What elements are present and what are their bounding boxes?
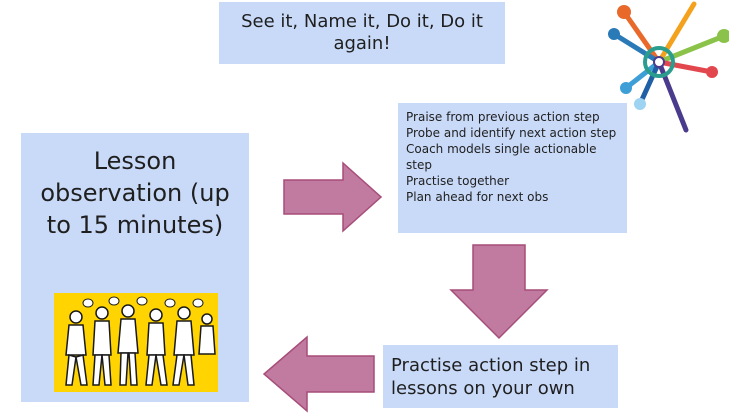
arrow-left-icon <box>262 335 375 413</box>
coaching-steps-box: Praise from previous action step Probe a… <box>398 103 627 233</box>
title-box: See it, Name it, Do it, Do it again! <box>219 2 505 64</box>
coaching-step: Praise from previous action step <box>406 110 600 124</box>
coaching-step: Coach models single actionable step <box>406 142 597 172</box>
coaching-step: Plan ahead for next obs <box>406 190 549 204</box>
people-talking-illustration <box>54 293 218 392</box>
coaching-step: Practise together <box>406 174 510 188</box>
practise-own-box: Practise action step in lessons on your … <box>383 345 618 408</box>
lesson-observation-text: Lesson observation (up to 15 minutes) <box>40 147 230 239</box>
coaching-step: Probe and identify next action step <box>406 126 617 140</box>
lesson-observation-box: Lesson observation (up to 15 minutes) <box>21 133 249 402</box>
title-text: See it, Name it, Do it, Do it again! <box>241 11 483 54</box>
arrow-right-icon <box>283 161 383 233</box>
compass-logo-icon <box>608 1 729 133</box>
arrow-down-icon <box>449 244 549 340</box>
practise-own-text: Practise action step in lessons on your … <box>391 354 591 399</box>
